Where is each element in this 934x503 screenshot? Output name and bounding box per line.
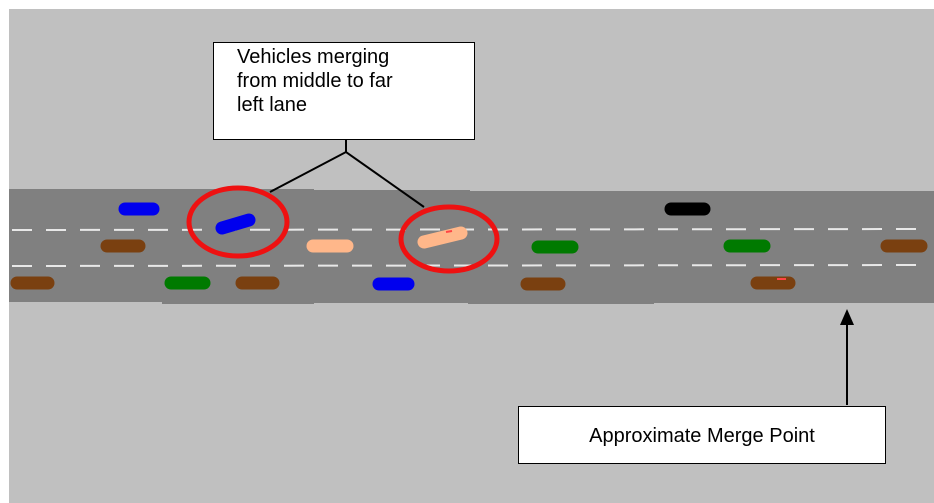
- vehicle-peach-merging: [417, 226, 468, 249]
- callout-pointers: [269, 140, 425, 208]
- merging-vehicles-label: Vehicles merging from middle to far left…: [213, 42, 475, 140]
- merging-label-line-1: Vehicles merging: [237, 46, 390, 68]
- vehicles: [10, 202, 928, 291]
- brake-light: [445, 230, 453, 233]
- highlight-rings: [186, 185, 500, 274]
- vehicle-brake-lights: [445, 230, 786, 280]
- merging-label-line-3: left lane: [237, 94, 308, 116]
- highlight-ring-peach-vehicle: [398, 204, 500, 274]
- arrow-up-icon: [840, 309, 854, 325]
- highlight-ring-blue-vehicle: [186, 185, 290, 259]
- merge-point-label: Approximate Merge Point: [518, 406, 886, 464]
- merge-point-arrow: [840, 309, 854, 405]
- merging-label-line-2: from middle to far: [237, 70, 393, 92]
- vehicle-blue-merging: [215, 213, 256, 235]
- lane-divider-upper: [11, 228, 931, 231]
